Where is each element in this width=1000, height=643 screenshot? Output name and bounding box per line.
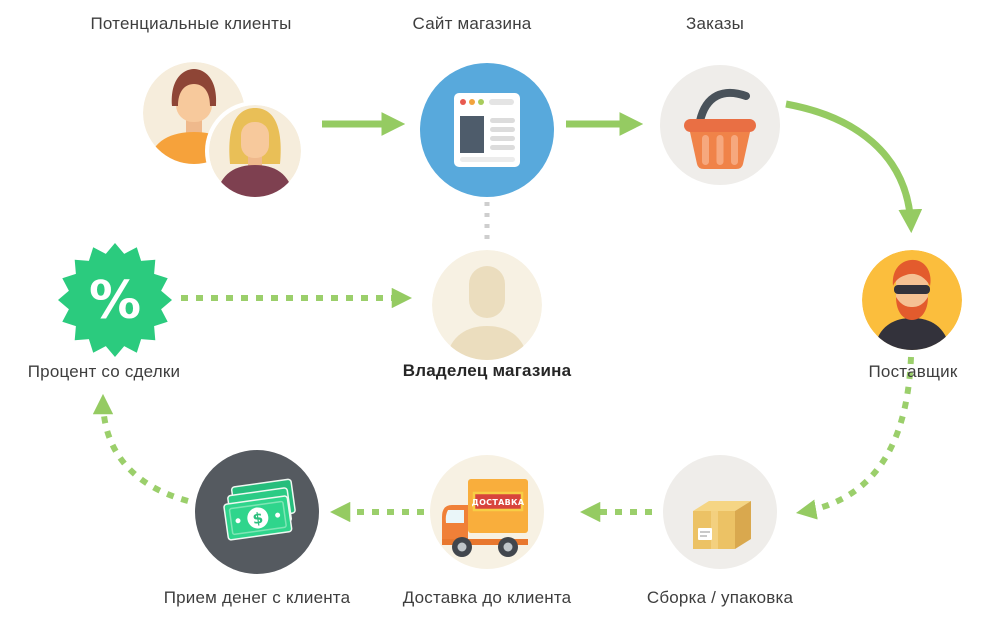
node-orders — [660, 65, 780, 190]
browser-window-icon — [420, 63, 554, 197]
clients-avatars-icon — [143, 62, 305, 201]
node-packing — [663, 455, 777, 574]
shopping-basket-icon — [660, 65, 780, 185]
percent-symbol: % — [89, 271, 141, 331]
label-site: Сайт магазина — [412, 14, 532, 33]
node-clients — [140, 60, 305, 205]
label-orders: Заказы — [685, 14, 745, 33]
percent-badge-icon: % — [58, 243, 172, 357]
arrow-orders-to-supplier — [785, 100, 923, 234]
arrow-payment-to-percent — [92, 393, 189, 504]
label-supplier: Поставщик — [868, 362, 958, 381]
label-owner: Владелец магазина — [402, 361, 572, 380]
label-delivery: Доставка до клиента — [402, 588, 572, 607]
node-delivery: ДОСТАВКА — [430, 455, 544, 574]
node-percent: % — [55, 240, 175, 365]
node-supplier — [862, 250, 962, 355]
node-owner — [432, 250, 542, 365]
label-packing: Сборка / упаковка — [646, 588, 794, 607]
money-bills-icon: $ — [195, 450, 319, 574]
supplier-avatar-icon — [862, 250, 962, 350]
label-clients: Потенциальные клиенты — [90, 14, 292, 33]
truck-sign-text: ДОСТАВКА — [472, 498, 525, 507]
delivery-truck-icon: ДОСТАВКА — [430, 455, 544, 569]
label-payment: Прием денег с клиента — [163, 588, 351, 607]
cardboard-box-icon — [663, 455, 777, 569]
node-payment: $ — [195, 450, 319, 579]
node-site — [420, 63, 554, 202]
owner-silhouette-icon — [432, 250, 542, 360]
label-percent: Процент со сделки — [27, 362, 181, 381]
dollar-symbol: $ — [251, 509, 264, 528]
